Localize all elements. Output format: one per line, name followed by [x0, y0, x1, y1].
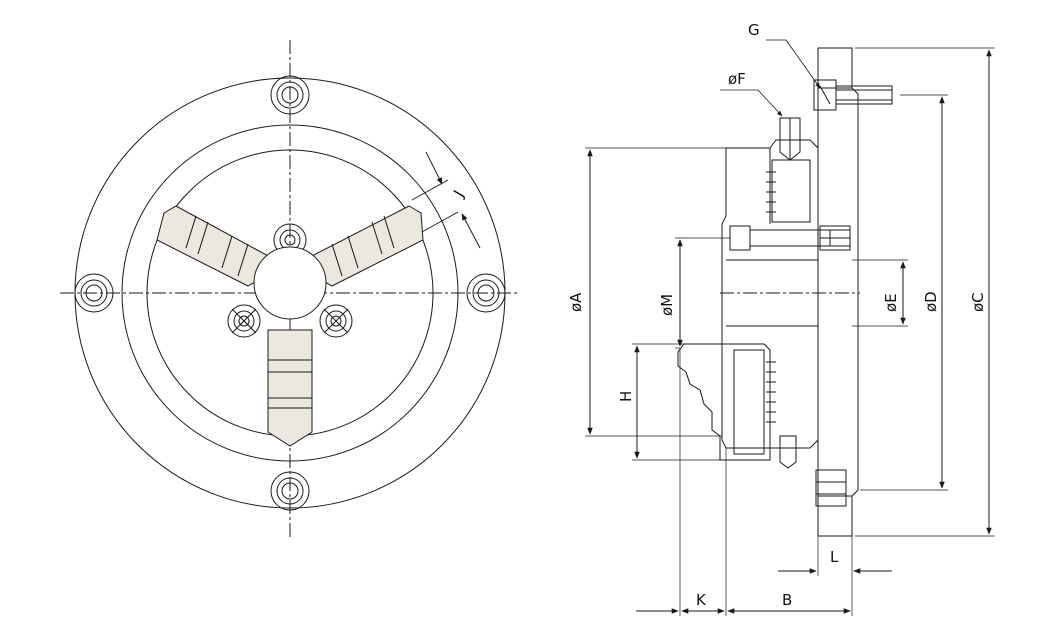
- lower-teeth: [766, 361, 776, 423]
- mounting-hole-top: [270, 75, 310, 115]
- mounting-hole-right: [466, 273, 506, 313]
- flange-outline: [817, 47, 859, 537]
- bolt-g: [813, 79, 893, 111]
- mounting-hole-bottom: [270, 471, 310, 511]
- mounting-hole-left: [74, 273, 114, 313]
- label-f: øF: [728, 70, 746, 88]
- label-g: G: [748, 21, 760, 39]
- label-d: øD: [922, 291, 940, 312]
- label-k: K: [696, 591, 707, 609]
- body-outline: [721, 139, 819, 449]
- label-b: B: [782, 591, 792, 609]
- side-view: [585, 39, 995, 616]
- label-a: øA: [567, 292, 585, 312]
- label-e: øE: [882, 293, 900, 312]
- front-view: [60, 40, 520, 540]
- inner-hole-lower-right: [319, 304, 353, 338]
- dim-j-arrow-1: [425, 151, 443, 185]
- label-h: H: [617, 391, 635, 402]
- label-j: J: [449, 187, 467, 201]
- label-c: øC: [969, 292, 987, 312]
- central-bore: [253, 246, 327, 320]
- label-m: øM: [658, 294, 676, 316]
- dim-j-arrow-2: [461, 213, 481, 249]
- jaw-bottom: [267, 329, 313, 447]
- inner-hole-lower-left: [227, 304, 261, 338]
- side-bolt: [729, 225, 851, 251]
- upper-teeth: [766, 171, 776, 213]
- label-l: L: [830, 548, 839, 566]
- bottom-jaw: [677, 343, 771, 461]
